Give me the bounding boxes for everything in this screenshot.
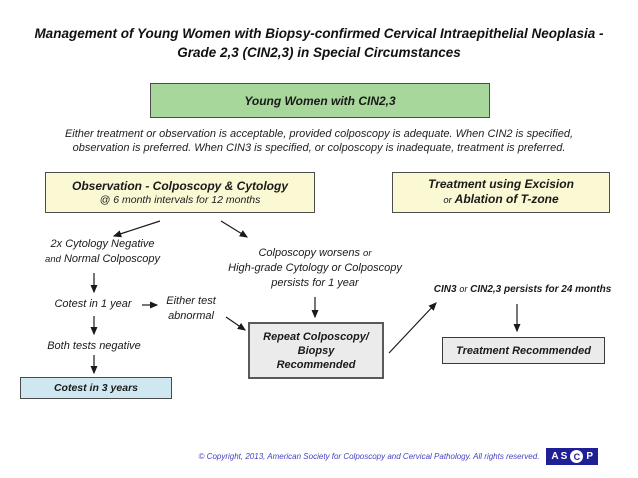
node-observation-subtitle: @ 6 month intervals for 12 months: [99, 193, 261, 206]
asccp-logo-c: C: [573, 451, 581, 462]
treatment-or-label: or: [443, 195, 452, 206]
either-test-line1: Either test: [166, 295, 216, 307]
node-young-women-cin23: Young Women with CIN2,3: [150, 83, 490, 118]
node-repeat-colposcopy: Repeat Colposcopy/ Biopsy Recommended: [248, 322, 384, 379]
cin3-or-label: or: [459, 284, 468, 294]
label-colposcopy-worsens: Colposcopy worsens or High-grade Cytolog…: [205, 246, 425, 291]
arrow-repeat-to-cin3: [388, 302, 437, 354]
node-observation: Observation - Colposcopy & Cytology @ 6 …: [45, 172, 315, 213]
intro-note-line2: observation is preferred. When CIN3 is s…: [72, 142, 566, 154]
copyright-text: © Copyright, 2013, American Society for …: [198, 452, 540, 461]
worsens-line3: persists for 1 year: [271, 277, 359, 289]
label-both-tests-negative: Both tests negative: [47, 340, 141, 352]
node-observation-title: Observation - Colposcopy & Cytology: [71, 178, 289, 193]
label-cytology-negative: 2x Cytology Negative and Normal Colposco…: [15, 237, 190, 267]
label-cin3-persists: CIN3 or CIN2,3 persists for 24 months: [420, 284, 625, 295]
label-either-test-abnormal: Either test abnormal: [156, 294, 226, 324]
worsens-or-label: or: [363, 248, 372, 259]
page-title: Management of Young Women with Biopsy-co…: [0, 24, 638, 62]
asccp-logo-p: P: [586, 451, 595, 462]
repeat-line1: Repeat Colposcopy/: [263, 330, 369, 343]
intro-note: Either treatment or observation is accep…: [30, 127, 608, 155]
treatment-ablation-label: Ablation of T-zone: [454, 192, 559, 206]
cytology-negative-line2: and Normal Colposcopy: [15, 252, 190, 267]
worsens-line1: Colposcopy worsens or: [205, 246, 425, 261]
repeat-line3: Recommended: [276, 358, 356, 371]
either-test-line2: abnormal: [168, 310, 214, 322]
page-title-line1: Management of Young Women with Biopsy-co…: [34, 26, 604, 41]
repeat-line2: Biopsy: [297, 344, 335, 357]
normal-colposcopy-label: Normal Colposcopy: [63, 253, 160, 265]
intro-note-line1: Either treatment or observation is accep…: [64, 128, 574, 140]
asccp-logo: AS C P: [546, 448, 598, 465]
cytology-negative-line1: 2x Cytology Negative: [50, 238, 155, 250]
asccp-logo-circle-c-icon: C: [570, 450, 584, 463]
cin3-part1: CIN3: [433, 284, 457, 295]
page-title-line2: Grade 2,3 (CIN2,3) in Special Circumstan…: [177, 45, 461, 60]
node-treatment-recommended: Treatment Recommended: [442, 337, 605, 364]
label-cotest-1-year: Cotest in 1 year: [54, 298, 132, 310]
node-treatment-line1: Treatment using Excision: [428, 177, 574, 191]
arrow-observation-to-worsens: [220, 220, 249, 238]
worsens-line2: High-grade Cytology or Colposcopy: [228, 262, 402, 274]
arrow-observation-to-negative: [112, 220, 161, 238]
arrow-either-to-repeat: [225, 316, 246, 331]
cytology-and-label: and: [45, 254, 61, 265]
worsens-text: Colposcopy worsens: [258, 247, 360, 259]
footer: © Copyright, 2013, American Society for …: [199, 448, 598, 465]
node-treatment-line2: or Ablation of T-zone: [443, 192, 558, 208]
asccp-logo-as: AS: [551, 451, 570, 462]
node-treatment-option: Treatment using Excision or Ablation of …: [392, 172, 610, 213]
node-cotest-3-years: Cotest in 3 years: [20, 377, 172, 399]
cin3-part2: CIN2,3 persists for 24 months: [470, 284, 612, 295]
